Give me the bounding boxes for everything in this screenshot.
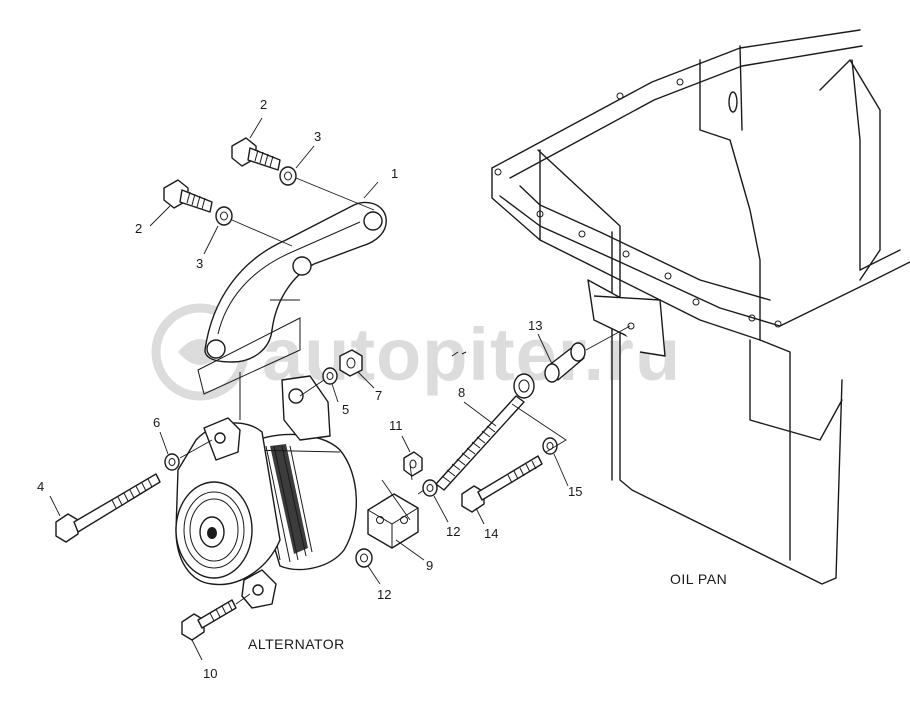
- callout-3-upper: 3: [314, 129, 321, 144]
- callout-13: 13: [528, 318, 542, 333]
- oil-pan: [491, 29, 910, 585]
- washer-15: [542, 437, 558, 455]
- bolt-2-lower: [163, 179, 213, 213]
- callout-12-right: 12: [446, 524, 460, 539]
- callout-15: 15: [568, 484, 582, 499]
- washer-6: [164, 453, 180, 471]
- bolt-10: [181, 599, 237, 641]
- washer-12-upper: [422, 479, 438, 497]
- washer-3-upper: [279, 166, 297, 186]
- alternator: [175, 372, 358, 609]
- bolt-2-upper: [231, 137, 281, 171]
- callout-12-lower: 12: [377, 587, 391, 602]
- bolt-14: [461, 455, 543, 513]
- callout-numbers: 1 2 2 3 3 4 5 6 7 8 9 10 11 12 12 13 14 …: [37, 97, 582, 681]
- washer-3-lower: [215, 206, 233, 226]
- washer-12-lower: [355, 548, 373, 568]
- callout-4: 4: [37, 479, 44, 494]
- alternator-label: ALTERNATOR: [248, 636, 345, 652]
- callout-11: 11: [389, 418, 403, 433]
- callout-10: 10: [203, 666, 217, 681]
- callout-2-lower: 2: [135, 221, 142, 236]
- bolt-4: [55, 473, 161, 543]
- washer-5: [322, 367, 338, 385]
- callout-14: 14: [484, 526, 498, 541]
- nut-7: [339, 349, 363, 377]
- callout-7: 7: [375, 388, 382, 403]
- callout-2-upper: 2: [260, 97, 267, 112]
- spacer-13: [544, 342, 586, 383]
- nut-11: [403, 451, 423, 477]
- adjusting-bolt-8: [435, 373, 535, 491]
- callout-3-lower: 3: [196, 256, 203, 271]
- callout-1: 1: [391, 166, 398, 181]
- adjust-block-9: [367, 493, 419, 549]
- callout-6: 6: [153, 415, 160, 430]
- callout-9: 9: [426, 558, 433, 573]
- callout-leaders: [49, 117, 569, 661]
- callout-5: 5: [342, 402, 349, 417]
- callout-8: 8: [458, 385, 465, 400]
- oil-pan-label: OIL PAN: [670, 571, 727, 587]
